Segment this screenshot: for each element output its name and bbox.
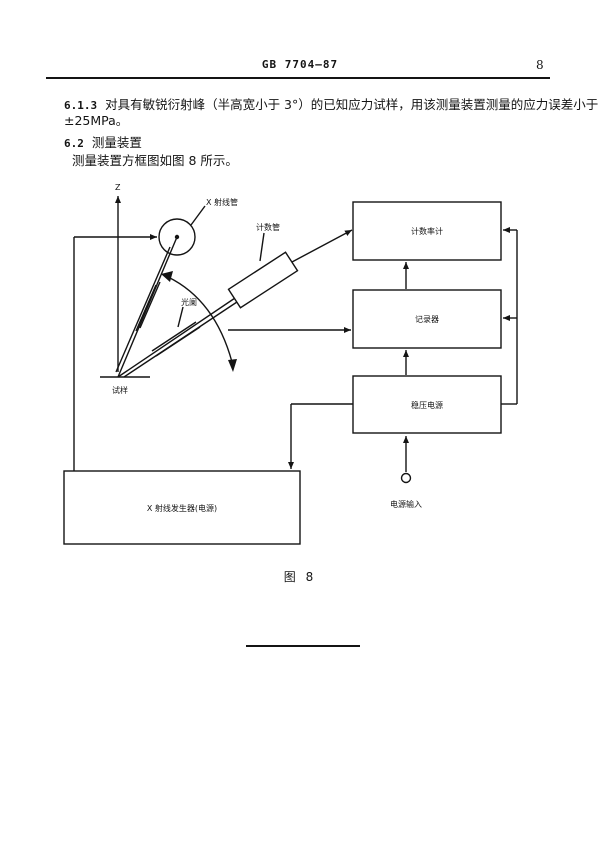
counter-rate-meter-label: 计数率计 bbox=[411, 226, 443, 236]
section-heading-6-2: 6.2 测量装置 bbox=[64, 133, 142, 153]
incident-beam bbox=[117, 236, 178, 378]
goniometer-arc-arrow bbox=[228, 359, 237, 372]
xray-generator-label: X 射线发生器(电源) bbox=[147, 503, 217, 513]
paragraph-6-2: 测量装置方框图如图 8 所示。 bbox=[72, 153, 238, 168]
figure-caption: 图 8 bbox=[283, 570, 317, 584]
paragraph-6-1-3-cont: ±25MPa。 bbox=[64, 113, 129, 128]
goniometer-arc-arrow-start bbox=[161, 271, 173, 282]
recorder-label: 记录器 bbox=[415, 315, 439, 324]
xray-tube-leader bbox=[190, 205, 206, 226]
incident-beam-edge bbox=[115, 246, 171, 373]
header-title: GB 7704—87 bbox=[261, 58, 339, 71]
counter-rate-meter-box bbox=[352, 201, 502, 261]
z-axis-label: Z bbox=[115, 183, 121, 192]
recorder-box bbox=[352, 289, 502, 349]
paragraph-6-1-3: 6.1.3 对具有敏锐衍射峰（半高宽小于 3°）的已知应力试样，用该测量装置测量… bbox=[64, 95, 598, 115]
incident-slit-mark-2 bbox=[135, 284, 157, 332]
regulated-power-box bbox=[352, 375, 502, 434]
counter-tube bbox=[227, 251, 299, 309]
counter-tube-leader bbox=[259, 232, 265, 262]
section-title: 测量装置 bbox=[91, 135, 142, 150]
xray-generator-box bbox=[63, 470, 301, 545]
end-rule bbox=[246, 645, 360, 647]
power-input-label: 电源输入 bbox=[390, 499, 422, 509]
diffracted-beam bbox=[117, 295, 239, 378]
receiving-slit-mark-1 bbox=[151, 321, 197, 352]
power-input-terminal bbox=[400, 472, 412, 484]
counter-to-ratemeter-arrow bbox=[291, 229, 353, 263]
counter-tube-label: 计数管 bbox=[256, 222, 280, 232]
goniometer-arc bbox=[167, 276, 233, 363]
paragraph-text: 对具有敏锐衍射峰（半高宽小于 3°）的已知应力试样，用该测量装置测量的应力误差小… bbox=[105, 97, 599, 112]
incident-slit-mark-1 bbox=[139, 281, 161, 329]
receiving-slit-mark-2 bbox=[155, 326, 201, 357]
xray-tube-label: X 射线管 bbox=[206, 197, 238, 207]
sample-label: 试样 bbox=[112, 385, 128, 395]
section-number: 6.2 bbox=[64, 137, 84, 150]
section-number: 6.1.3 bbox=[64, 99, 98, 112]
regulated-power-label: 稳压电源 bbox=[411, 400, 443, 410]
header-rule bbox=[46, 77, 550, 79]
page-number: 8 bbox=[536, 58, 544, 72]
slit-label: 光阑 bbox=[181, 297, 197, 307]
slit-leader bbox=[177, 306, 184, 328]
